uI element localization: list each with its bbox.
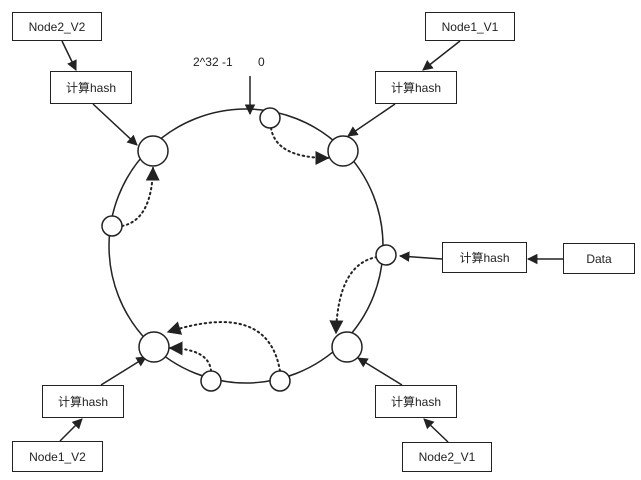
hash-box-right: 计算hash — [442, 242, 527, 273]
dotted-arrow-top — [270, 127, 330, 165]
arrow-hash-to-node-top-right — [347, 103, 396, 137]
ring-point-left — [101, 215, 123, 237]
node-box-node1-v2-bottom: Node1_V2 — [12, 441, 103, 472]
dotted-arrow-bottom-short — [168, 341, 212, 372]
arrow-node1v1-to-hash — [422, 40, 461, 71]
dotted-arrow-right — [329, 256, 378, 335]
ring-node-top-left — [137, 135, 169, 167]
arrow-node2v2-to-hash — [61, 40, 77, 71]
arrow-hash-to-data-point — [398, 251, 443, 262]
hash-box-top-left: 计算hash — [50, 71, 132, 104]
ring-zero-label: 0 — [258, 55, 265, 69]
arrow-node2v1-to-hash — [423, 418, 449, 443]
arrow-hash-to-node-bottom-right — [357, 357, 403, 386]
node-box-node1-v1-top: Node1_V1 — [425, 12, 515, 41]
node-box-node2-v2-top: Node2_V2 — [12, 12, 102, 41]
ring-node-bottom-right — [331, 331, 363, 363]
hash-box-bottom-right: 计算hash — [375, 385, 457, 418]
arrow-hash-to-node-top-left — [92, 103, 138, 146]
ring-point-top — [259, 107, 281, 129]
hash-box-top-right: 计算hash — [375, 71, 457, 104]
node-box-node2-v1-bottom: Node2_V1 — [402, 442, 492, 472]
data-box: Data — [563, 243, 635, 274]
dotted-arrow-bottom-long — [166, 321, 281, 372]
ring-point-bottom-left — [200, 370, 222, 392]
ring-node-top-right — [327, 135, 359, 167]
arrow-hash-to-node-bottom-left — [100, 356, 147, 386]
ring-node-bottom-left — [138, 331, 170, 363]
hash-box-bottom-left: 计算hash — [42, 385, 124, 418]
ring-point-right — [375, 244, 397, 266]
dotted-arrow-left — [121, 166, 160, 227]
arrow-node1v2-to-hash — [59, 418, 83, 442]
ring-point-bottom-right — [269, 370, 291, 392]
ring-max-label: 2^32 -1 — [193, 55, 233, 69]
